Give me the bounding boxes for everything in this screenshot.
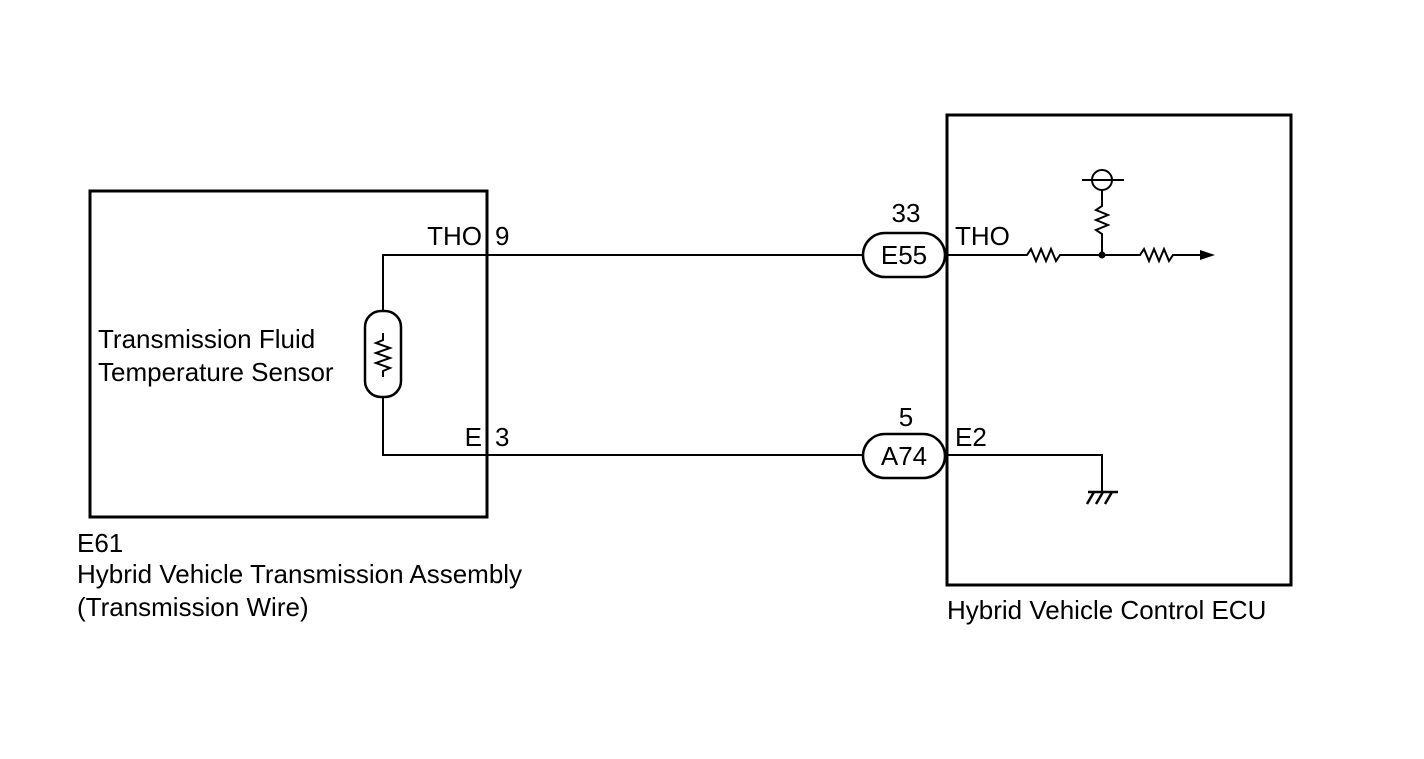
ecu-name: Hybrid Vehicle Control ECU <box>947 595 1266 625</box>
component-name-line1: Hybrid Vehicle Transmission Assembly <box>77 559 522 589</box>
pin-tho-label-right: THO <box>955 221 1010 251</box>
pin-9-number: 9 <box>495 221 509 251</box>
connector-e55-label: E55 <box>881 240 927 270</box>
connector-a74 <box>861 432 947 480</box>
sensor-name-line1: Transmission Fluid <box>98 324 315 354</box>
sensor-top-lead <box>382 254 487 311</box>
arrow-icon <box>1200 250 1215 260</box>
ground-icon <box>1085 490 1118 505</box>
transmission-assembly-box <box>88 189 489 519</box>
thermistor-zigzag <box>373 333 393 377</box>
sensor-name-line2: Temperature Sensor <box>98 357 334 387</box>
pin-e-label-left: E <box>465 422 482 452</box>
sensor-bottom-lead <box>382 397 487 456</box>
pin-e2-label-right: E2 <box>955 422 987 452</box>
pin-tho-label-left: THO <box>427 221 482 251</box>
component-name-line2: (Transmission Wire) <box>77 592 309 622</box>
ecu-box <box>945 113 1293 587</box>
connector-e55-pin: 33 <box>892 198 921 228</box>
pull-up-resistor <box>1093 190 1111 255</box>
thermistor-sensor-symbol <box>363 309 403 399</box>
component-code-e61: E61 <box>77 528 123 558</box>
connector-a74-label: A74 <box>881 441 927 471</box>
pin-3-number: 3 <box>495 422 509 452</box>
ecu-ground-wire <box>947 454 1103 492</box>
connector-a74-pin: 5 <box>899 402 913 432</box>
connector-e55 <box>861 231 947 279</box>
